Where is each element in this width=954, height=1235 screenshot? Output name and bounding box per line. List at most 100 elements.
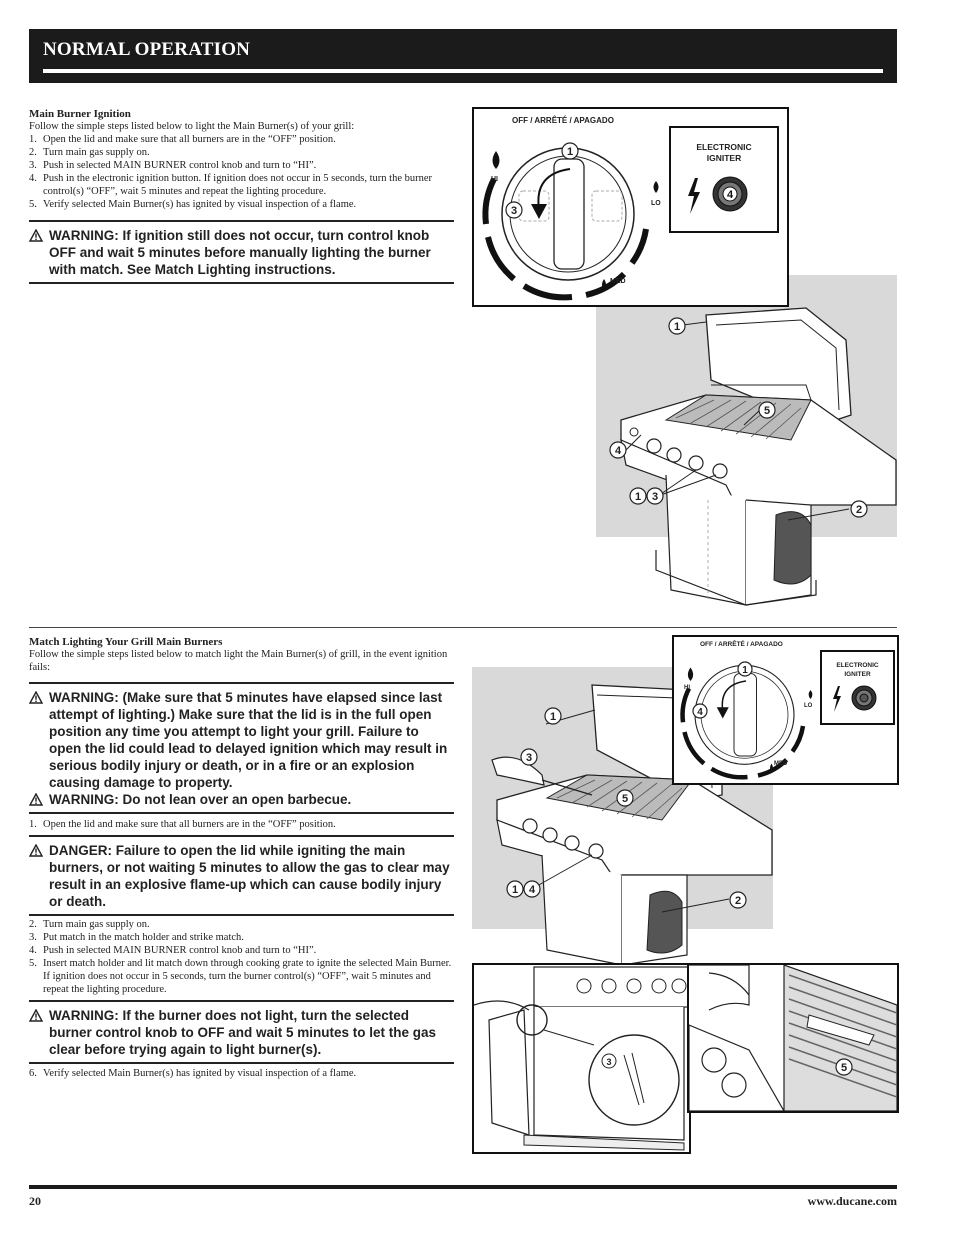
svg-text:5: 5 xyxy=(764,405,770,417)
svg-text:4: 4 xyxy=(529,884,536,896)
footer-url[interactable]: www.ducane.com xyxy=(807,1194,897,1208)
warning-text: WARNING: If the burner does not light, t… xyxy=(28,1007,454,1058)
warning-triangle-icon xyxy=(28,843,44,861)
callout-1: 1 xyxy=(668,317,686,340)
control-knob-illustration xyxy=(680,664,813,780)
lo-label: LO xyxy=(651,200,661,207)
callout-1: 1 xyxy=(544,707,562,730)
section-main-burner-ignition: Main Burner Ignition Follow the simple s… xyxy=(28,108,454,284)
igniter-button-icon xyxy=(851,685,877,711)
cart-match-holder-illustration: 3 xyxy=(474,966,689,1151)
warning-triangle-icon xyxy=(28,792,44,810)
svg-text:1: 1 xyxy=(550,711,556,723)
list-item: 1.Open the lid and make sure that all bu… xyxy=(29,134,336,145)
med-label: MED xyxy=(774,761,788,767)
list-item: 5.Verify selected Main Burner(s) has ign… xyxy=(29,199,357,210)
callout-5: 5 xyxy=(758,401,776,424)
section-divider xyxy=(29,627,897,628)
warning-box: WARNING: (Make sure that 5 minutes have … xyxy=(28,682,454,814)
steps-list: 1.Open the lid and make sure that all bu… xyxy=(29,818,454,831)
page-number: 20 xyxy=(29,1194,41,1208)
list-item: 5.Insert match holder and lit match down… xyxy=(29,958,452,995)
lightning-icon xyxy=(833,686,841,712)
warning-text: WARNING: If ignition still does not occu… xyxy=(28,227,454,278)
svg-text:5: 5 xyxy=(841,1062,847,1074)
svg-text:1: 1 xyxy=(742,665,748,676)
control-knob-illustration xyxy=(482,147,659,301)
section-intro: Follow the simple steps listed below to … xyxy=(29,649,448,673)
callout-3: 3 xyxy=(520,748,538,771)
danger-text: DANGER: Failure to open the lid while ig… xyxy=(28,842,454,910)
steps-list: 1.Open the lid and make sure that all bu… xyxy=(29,133,454,211)
warning-box: WARNING: If the burner does not light, t… xyxy=(28,1000,454,1064)
svg-text:4: 4 xyxy=(615,445,622,457)
list-item: 6.Verify selected Main Burner(s) has ign… xyxy=(29,1068,357,1079)
match-ignition-figure: 5 xyxy=(687,963,899,1113)
svg-text:3: 3 xyxy=(652,491,658,503)
warning-triangle-icon xyxy=(28,690,44,708)
callout-5: 5 xyxy=(616,789,634,812)
page-header: NORMAL OPERATION xyxy=(29,29,897,83)
list-item: 4.Push in selected MAIN BURNER control k… xyxy=(29,945,317,956)
svg-text:1: 1 xyxy=(674,321,680,333)
svg-text:3: 3 xyxy=(526,752,532,764)
igniter-label: ELECTRONIC IGNITER xyxy=(836,662,879,678)
svg-text:3: 3 xyxy=(511,205,517,217)
list-item: 2.Turn main gas supply on. xyxy=(29,147,150,158)
warning-triangle-icon xyxy=(28,228,44,246)
knob-off-label: OFF / ARRÊTÉ / APAGADO xyxy=(700,641,783,648)
grill-illustration xyxy=(620,307,897,606)
list-item: 3.Put match in the match holder and stri… xyxy=(29,932,244,943)
electronic-igniter-inset: ELECTRONIC IGNITER xyxy=(820,650,895,725)
footer-rule xyxy=(29,1185,897,1189)
callout-1: 1 xyxy=(629,487,647,510)
med-label: MED xyxy=(610,278,626,285)
callout-2: 2 xyxy=(729,891,747,914)
callout-5: 5 xyxy=(835,1058,853,1081)
steps-list: 2.Turn main gas supply on. 3.Put match i… xyxy=(29,918,454,996)
svg-text:5: 5 xyxy=(622,793,628,805)
list-item: 3.Push in selected MAIN BURNER control k… xyxy=(29,160,317,171)
match-holder-figure: 3 xyxy=(472,963,691,1154)
warning-box: WARNING: If ignition still does not occu… xyxy=(28,220,454,284)
svg-text:4: 4 xyxy=(697,707,703,718)
svg-text:3: 3 xyxy=(606,1057,611,1067)
knob-diagram: OFF / ARRÊTÉ / APAGADO HI LO MED 1 4 ELE… xyxy=(672,635,899,785)
section-heading: Main Burner Ignition xyxy=(29,108,131,120)
svg-text:1: 1 xyxy=(512,884,518,896)
hi-label: HI xyxy=(684,685,690,691)
callout-1: 1 xyxy=(561,142,579,165)
callout-4: 4 xyxy=(692,703,708,724)
callout-2: 2 xyxy=(850,500,868,523)
lo-label: LO xyxy=(804,703,813,709)
list-item: 4.Push in the electronic ignition button… xyxy=(29,173,433,197)
callout-4: 4 xyxy=(523,880,541,903)
danger-box: DANGER: Failure to open the lid while ig… xyxy=(28,835,454,916)
warning-triangle-icon xyxy=(28,1008,44,1026)
igniter-button-icon: 4 xyxy=(712,176,748,212)
list-item: 1.Open the lid and make sure that all bu… xyxy=(29,819,336,830)
callout-4: 4 xyxy=(609,441,627,464)
svg-text:2: 2 xyxy=(735,895,741,907)
hi-label: HI xyxy=(491,176,498,183)
section-match-lighting: Match Lighting Your Grill Main Burners F… xyxy=(28,636,454,1080)
list-item: 2.Turn main gas supply on. xyxy=(29,919,150,930)
warning-text: WARNING: Do not lean over an open barbec… xyxy=(28,791,454,810)
lightning-icon xyxy=(688,178,700,214)
warning-text: WARNING: (Make sure that 5 minutes have … xyxy=(28,689,454,791)
svg-text:2: 2 xyxy=(856,504,862,516)
grate-match-illustration xyxy=(689,965,897,1111)
igniter-label: ELECTRONIC IGNITER xyxy=(696,142,752,163)
electronic-igniter-inset: ELECTRONIC IGNITER 4 xyxy=(669,126,779,233)
callout-1: 1 xyxy=(737,661,753,682)
section-intro: Follow the simple steps listed below to … xyxy=(29,121,355,132)
svg-text:1: 1 xyxy=(635,491,641,503)
knob-diagram: OFF / ARRÊTÉ / APAGADO HI LO MED 1 3 ELE… xyxy=(472,107,789,307)
section-heading: Match Lighting Your Grill Main Burners xyxy=(29,636,223,648)
svg-text:1: 1 xyxy=(567,146,573,158)
callout-3: 3 xyxy=(646,487,664,510)
knob-off-label: OFF / ARRÊTÉ / APAGADO xyxy=(512,116,614,125)
steps-list: 6.Verify selected Main Burner(s) has ign… xyxy=(29,1067,454,1080)
header-rule xyxy=(43,69,883,73)
callout-1: 1 xyxy=(506,880,524,903)
